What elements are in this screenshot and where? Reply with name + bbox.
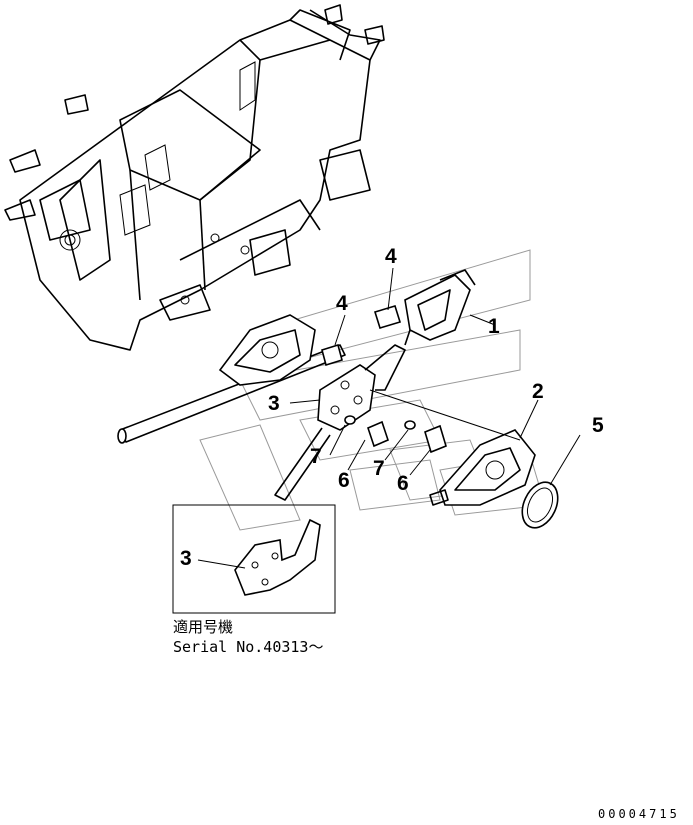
callout-3-inset: 3 — [180, 547, 192, 570]
callout-7-left: 7 — [310, 445, 322, 468]
drawing-code: 00004715 — [598, 807, 680, 821]
callout-labels: 1 2 3 3 4 4 5 6 6 7 7 — [180, 245, 604, 570]
upper-cover — [218, 314, 316, 386]
callout-6-right: 6 — [397, 472, 409, 495]
inset-box: 適用号機 Serial No.40313～ — [172, 504, 336, 656]
callout-3-main: 3 — [268, 392, 280, 415]
inset-note-line1: 適用号機 — [173, 618, 233, 636]
link-rod — [274, 427, 331, 501]
part-3-plate — [317, 344, 406, 431]
part-5-cap — [521, 481, 559, 529]
part-6-bolts — [367, 420, 447, 454]
callout-1: 1 — [488, 315, 500, 338]
callout-7-right: 7 — [373, 457, 385, 480]
callout-4-upper: 4 — [385, 245, 397, 268]
part-2-cover — [429, 429, 536, 506]
leader-lines — [289, 267, 581, 486]
part-4-bolts — [321, 305, 402, 367]
part-1-bracket — [404, 269, 476, 346]
callout-4-lower: 4 — [336, 292, 348, 315]
callout-2: 2 — [532, 380, 544, 403]
inset-note-line2: Serial No.40313～ — [173, 638, 323, 656]
part-7-washers — [344, 415, 416, 430]
callout-5: 5 — [592, 414, 604, 437]
callout-6-left: 6 — [338, 469, 350, 492]
steering-column-frame — [4, 4, 385, 351]
